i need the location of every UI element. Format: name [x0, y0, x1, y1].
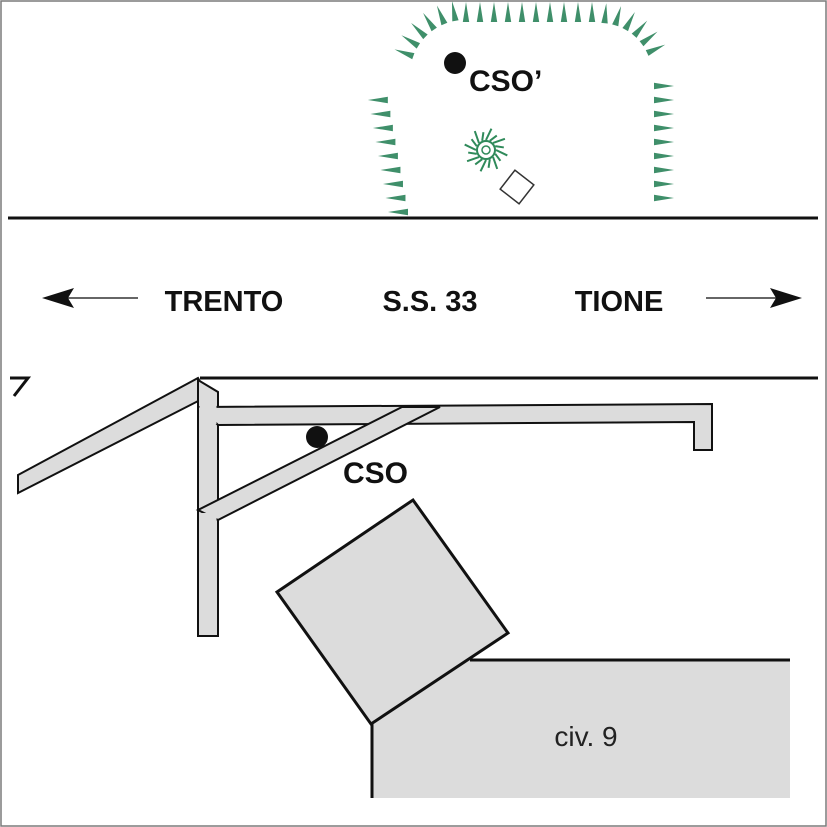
pipe-network	[17, 376, 713, 637]
hatch-tick	[476, 2, 484, 22]
hatch-tick	[654, 152, 674, 160]
hatch-tick	[654, 180, 674, 188]
hatch-tick	[601, 3, 608, 24]
filled-circle-icon	[444, 52, 466, 74]
tree-spike	[485, 128, 493, 141]
hatch-tick	[654, 138, 674, 146]
hatch-tick	[394, 49, 415, 60]
hatch-tick	[504, 2, 512, 22]
hatch-tick	[654, 82, 674, 90]
hatch-tick	[367, 96, 388, 104]
tree-spike	[468, 151, 477, 155]
hatch-tick	[436, 5, 448, 26]
arrow-left-icon	[42, 288, 138, 308]
building-rotated	[274, 497, 511, 727]
pipe-horizontal	[197, 402, 713, 451]
label-trento: TRENTO	[165, 286, 284, 318]
hatch-tick	[372, 124, 393, 132]
hatch-tick	[377, 152, 398, 160]
label-tione: TIONE	[575, 286, 664, 318]
hatch-tick	[462, 2, 470, 22]
hatch-tick	[411, 22, 428, 40]
hatch-tick	[401, 35, 421, 49]
hatch-tick	[451, 1, 459, 22]
hatch-tick	[388, 208, 408, 216]
hatch-tick	[588, 2, 596, 22]
hatch-tick	[574, 2, 582, 22]
pipe-diagonal-left	[17, 376, 210, 495]
tree-spike	[474, 158, 483, 166]
label-civ: civ. 9	[554, 721, 617, 752]
tree-spike	[495, 149, 508, 157]
embankment-hatching	[367, 1, 674, 216]
tree-spike	[494, 153, 502, 162]
arrow-right-icon	[706, 288, 802, 308]
small-structure	[499, 169, 535, 205]
tree-spike	[473, 130, 480, 144]
hatch-tick	[518, 2, 526, 22]
tree-spike	[487, 159, 491, 168]
road-edge-stub	[10, 376, 32, 397]
tree-spike	[466, 156, 480, 163]
hatch-tick	[380, 166, 401, 174]
tree-spike	[479, 159, 487, 172]
hatch-tick	[423, 12, 437, 32]
hatch-tick	[645, 44, 666, 56]
hatch-tick	[631, 20, 648, 38]
hatch-tick	[612, 6, 622, 27]
hatch-tick	[532, 2, 540, 22]
label-road: S.S. 33	[382, 286, 477, 318]
tree-spike	[464, 143, 477, 151]
tree-spike	[492, 156, 499, 170]
hatch-tick	[654, 96, 674, 104]
hatch-tick	[382, 180, 403, 188]
filled-circle-icon	[306, 426, 328, 448]
hatch-tick	[490, 2, 498, 22]
hatch-tick	[654, 124, 674, 132]
tree-spike	[489, 134, 498, 142]
hatch-tick	[654, 194, 674, 202]
hatch-tick	[654, 166, 674, 174]
tree-icon	[464, 128, 508, 172]
hatch-tick	[654, 110, 674, 118]
tree-spike	[481, 132, 485, 141]
hatch-tick	[622, 12, 635, 32]
label-cso-bottom: CSO	[343, 457, 408, 490]
hatch-tick	[560, 2, 568, 22]
tree-spike	[492, 137, 506, 144]
hatch-tick	[385, 194, 406, 202]
building-civ-9	[372, 660, 790, 798]
label-cso-top: CSO’	[469, 65, 542, 98]
hatch-tick	[639, 31, 658, 47]
tree-spike	[470, 138, 478, 147]
hatch-tick	[375, 138, 396, 146]
tree-spike	[495, 145, 504, 149]
hatch-tick	[370, 110, 391, 118]
hatch-tick	[546, 2, 554, 22]
